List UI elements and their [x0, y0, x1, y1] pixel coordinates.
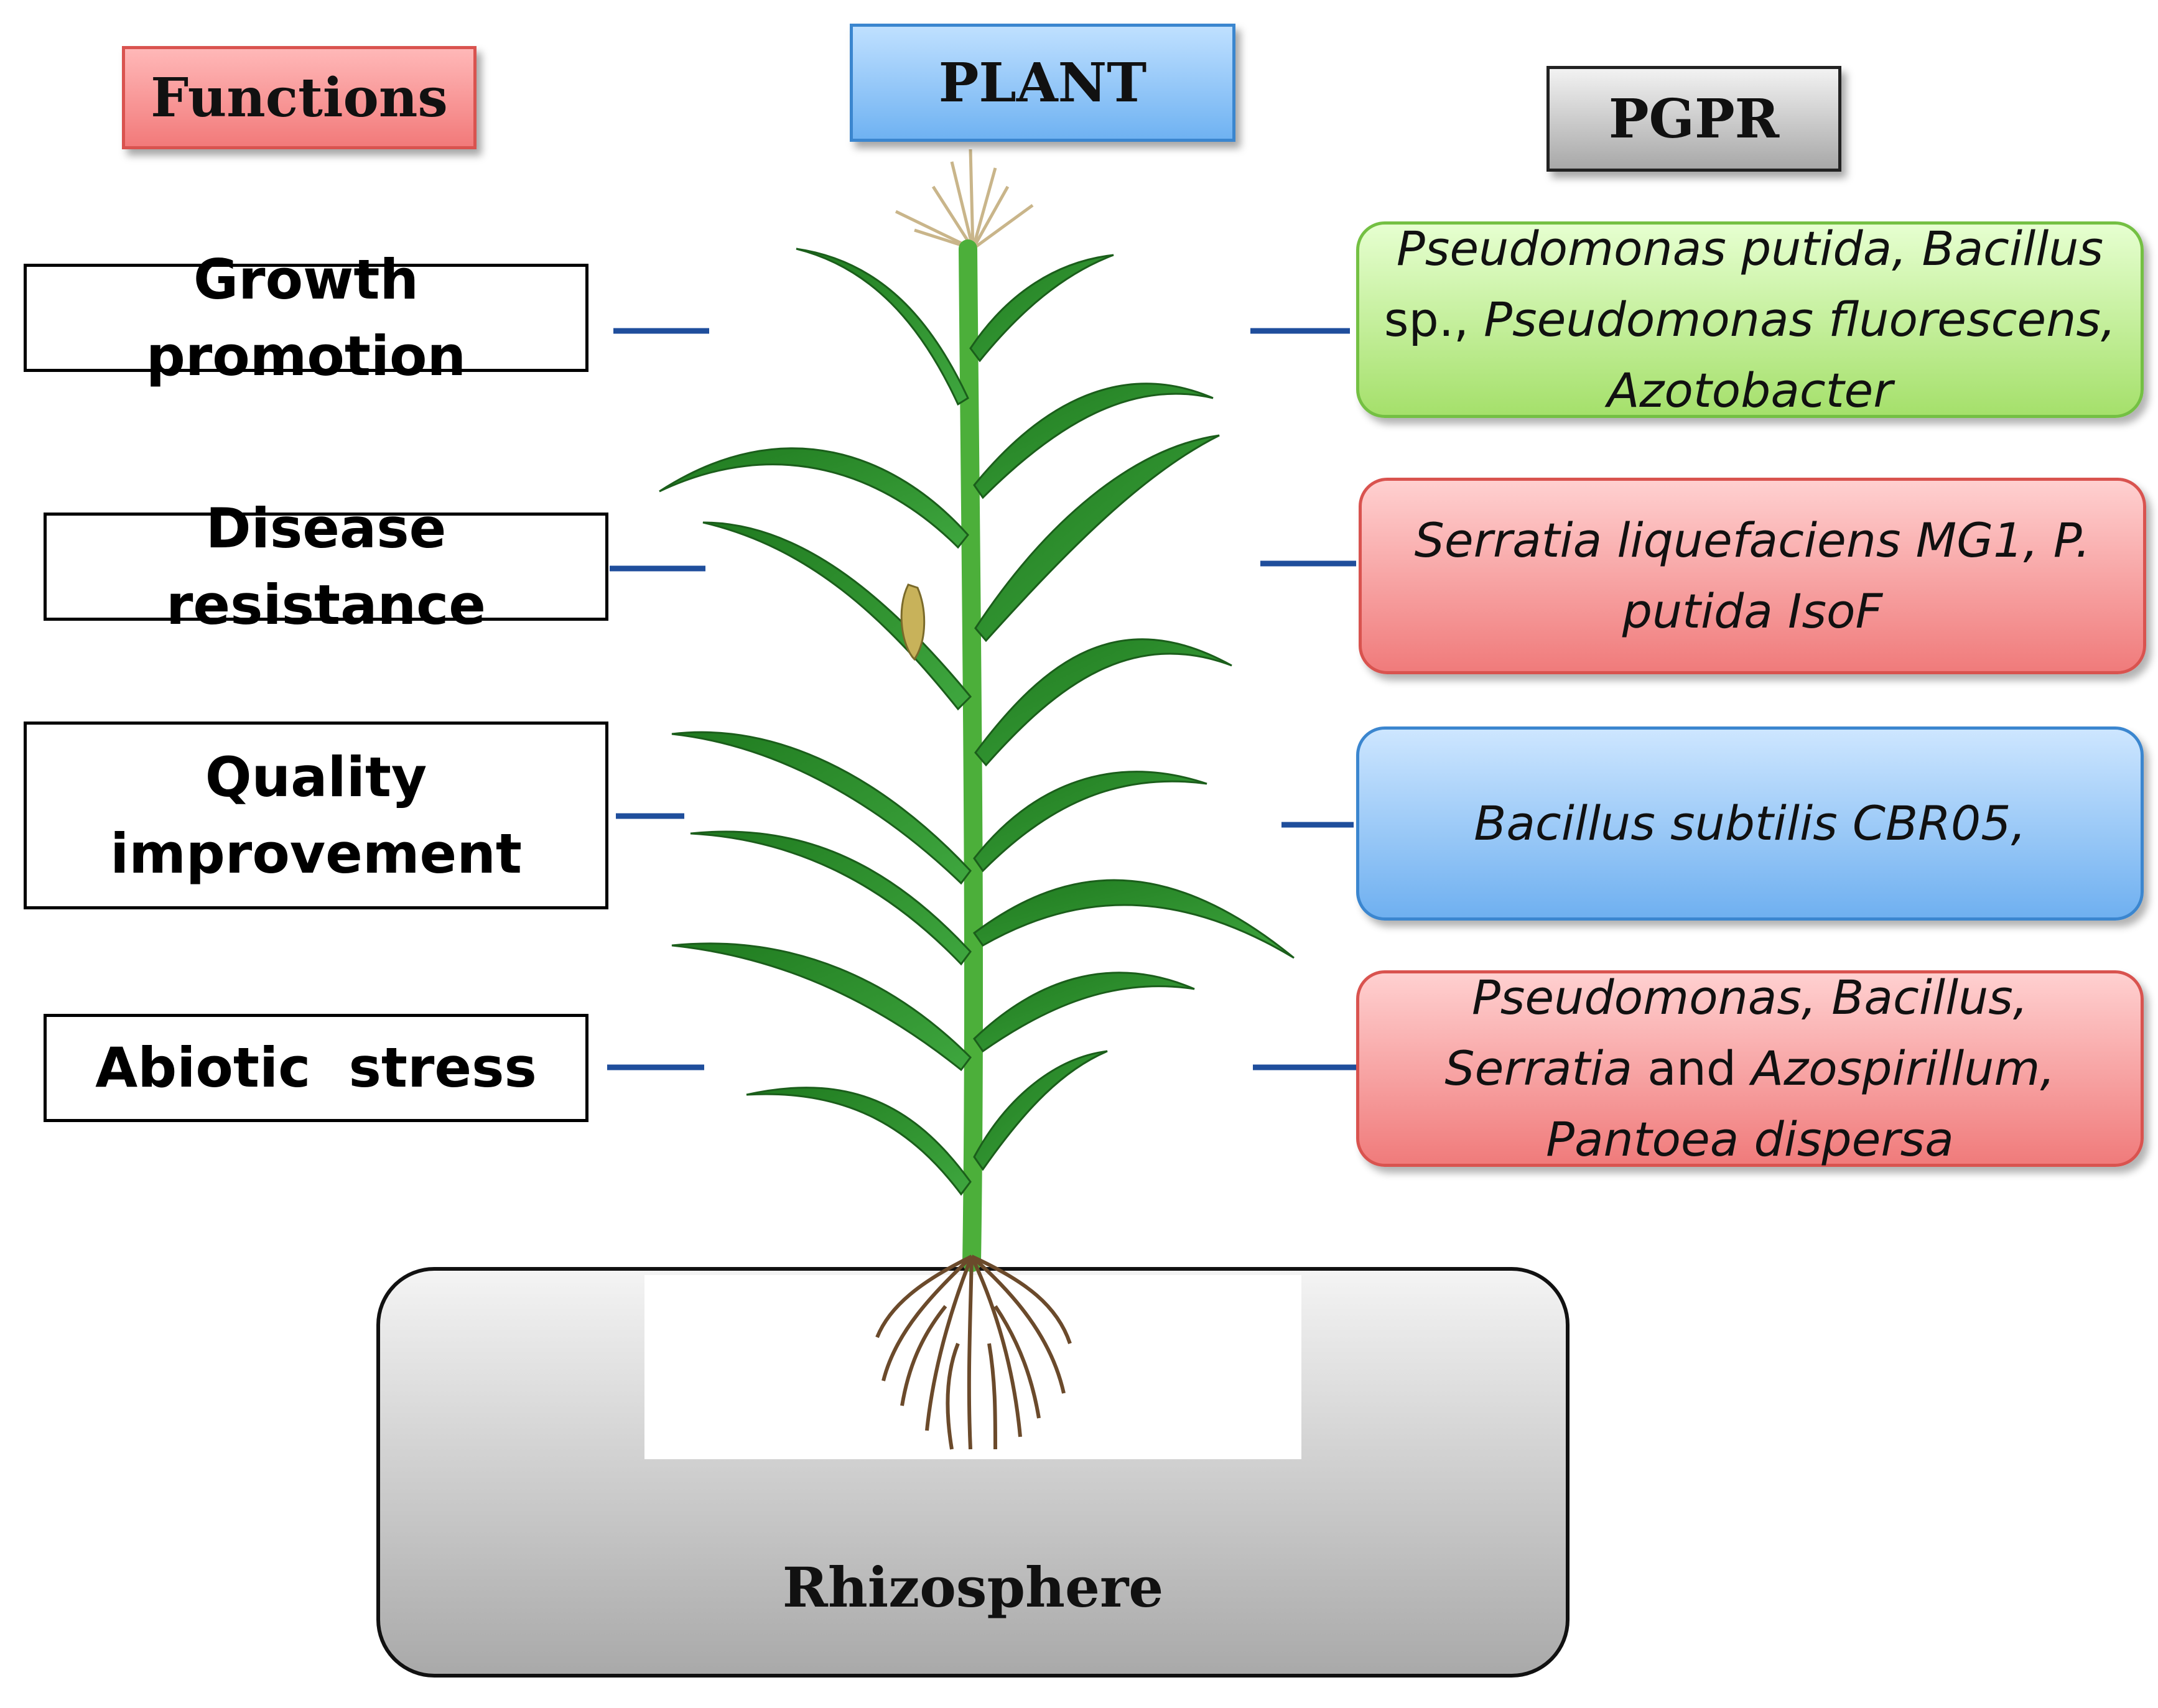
tassel	[895, 149, 1034, 251]
leaf	[973, 383, 1214, 499]
pgpr-abiotic-line1: Pseudomonas, Bacillus,	[1471, 970, 2029, 1025]
function-quality-label: Quality improvement	[110, 739, 522, 892]
leaf	[746, 1087, 972, 1196]
leaf	[973, 771, 1207, 873]
pgpr-abiotic-line2a: Serratia	[1444, 1041, 1632, 1096]
roots	[875, 1255, 1072, 1450]
pgpr-abiotic-text: Pseudomonas, Bacillus, Serratia and Azos…	[1444, 962, 2055, 1175]
leaf	[974, 434, 1220, 643]
pgpr-abiotic-line3: Pantoea dispersa	[1546, 1112, 1954, 1167]
pgpr-disease-line2: putida IsoF	[1622, 583, 1883, 639]
pgpr-quality-box: Bacillus subtilis CBR05,	[1356, 726, 2144, 921]
leaf	[702, 521, 972, 711]
function-growth-label: Growth promotion	[146, 247, 467, 388]
function-disease-resistance: Disease resistance	[44, 496, 608, 637]
pgpr-disease-text: Serratia liquefaciens MG1, P. putida Iso…	[1415, 505, 2091, 647]
pgpr-abiotic-line2b: and	[1632, 1041, 1752, 1096]
pgpr-growth-line3: Azotobacter	[1607, 363, 1893, 418]
pgpr-abiotic-box: Pseudomonas, Bacillus, Serratia and Azos…	[1356, 970, 2144, 1167]
rhizosphere-label: Rhizosphere	[782, 1555, 1164, 1620]
pgpr-header: PGPR	[1546, 66, 1841, 172]
leaf	[974, 638, 1232, 767]
function-quality-improvement: Quality improvement	[24, 722, 608, 909]
functions-header: Functions	[122, 46, 477, 149]
pgpr-disease-line1: Serratia liquefaciens MG1, P.	[1414, 513, 2091, 568]
leaf	[969, 254, 1114, 363]
soil-window	[644, 1275, 1301, 1459]
function-growth-promotion: Growth promotion	[24, 248, 588, 388]
corn-ear	[900, 583, 926, 661]
pgpr-growth-line2b: Pseudomonas fluorescens,	[1484, 292, 2116, 347]
function-quality-line2: improvement	[110, 822, 522, 886]
stem	[959, 239, 984, 1272]
leaf	[972, 879, 1295, 959]
pgpr-disease-box: Serratia liquefaciens MG1, P. putida Iso…	[1359, 478, 2146, 674]
leaf	[671, 942, 972, 1072]
plant-header: PLANT	[850, 24, 1235, 142]
leaf	[671, 731, 972, 885]
pgpr-quality-line1: Bacillus subtilis CBR05,	[1474, 796, 2026, 851]
function-abiotic-label: Abiotic stress	[95, 1036, 537, 1100]
leaf	[659, 447, 969, 549]
leaf	[973, 1050, 1108, 1171]
pgpr-growth-box: Pseudomonas putida, Bacillus sp., Pseudo…	[1356, 221, 2144, 418]
connector-lines	[607, 328, 1356, 1070]
function-disease-label: Disease resistance	[166, 496, 486, 637]
leaf	[796, 248, 969, 406]
pgpr-growth-line1: Pseudomonas putida, Bacillus	[1396, 221, 2104, 276]
leaf	[690, 830, 972, 966]
leaves	[659, 248, 1295, 1196]
pgpr-growth-line2a: sp.,	[1384, 292, 1484, 347]
pgpr-growth-text: Pseudomonas putida, Bacillus sp., Pseudo…	[1384, 213, 2116, 426]
leaf	[973, 972, 1195, 1053]
function-abiotic-stress: Abiotic stress	[44, 1014, 588, 1122]
pgpr-abiotic-line2c: Azospirillum,	[1751, 1041, 2055, 1096]
function-quality-line1: Quality	[205, 745, 427, 809]
